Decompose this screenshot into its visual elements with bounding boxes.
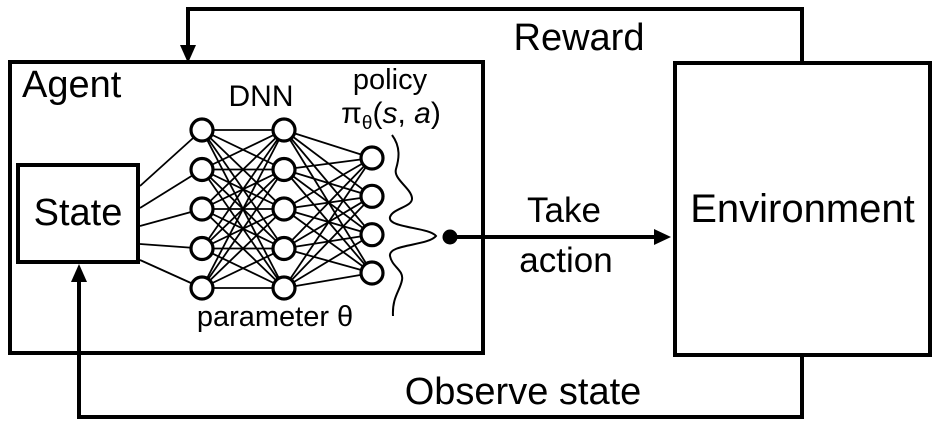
formula-a: a — [414, 97, 431, 130]
nn-node — [189, 275, 215, 301]
reward-arrowhead-icon — [180, 45, 196, 63]
state-box: State — [16, 163, 140, 264]
nn-node — [189, 117, 215, 143]
nn-node — [359, 145, 385, 171]
nn-node — [189, 196, 215, 222]
nn-node — [359, 222, 385, 248]
nn-edge — [201, 208, 285, 289]
nn-node — [271, 156, 297, 183]
take-action-label-line2: action — [519, 241, 613, 280]
observe-state-label: Observe state — [404, 371, 642, 413]
nn-edge — [283, 157, 373, 171]
theta-subscript: θ — [361, 113, 373, 134]
nn-node — [359, 183, 385, 209]
observe-state-arrowhead-icon — [71, 264, 87, 282]
formula-close-paren: ) — [430, 97, 441, 130]
nn-node — [359, 260, 385, 286]
pi-symbol: π — [341, 97, 362, 130]
nn-edge — [283, 157, 373, 210]
nn-input-edge — [139, 129, 203, 187]
reward-label: Reward — [513, 17, 645, 59]
nn-edge — [201, 247, 285, 289]
take-action-arrowhead-icon — [654, 229, 671, 245]
parameter-label: parameter θ — [196, 301, 354, 333]
policy-label: policy — [352, 64, 428, 96]
nn-edge — [283, 272, 373, 289]
nn-edge — [283, 157, 373, 250]
take-action-label-line1: Take — [527, 191, 601, 230]
nn-node — [271, 275, 297, 301]
nn-edge — [201, 129, 285, 250]
formula-s: s — [382, 97, 398, 130]
agent-box — [8, 60, 485, 355]
nn-edge — [201, 129, 285, 289]
dnn-label: DNN — [228, 80, 294, 113]
observe-state-connector-line — [77, 281, 804, 419]
nn-node — [189, 156, 215, 183]
nn-node — [189, 235, 215, 262]
nn-node — [271, 235, 297, 262]
nn-edge — [283, 195, 373, 289]
formula-open-paren: ( — [372, 97, 383, 130]
reward-connector-line — [186, 7, 804, 63]
nn-edge — [201, 129, 285, 171]
nn-edge — [283, 157, 373, 289]
state-label: State — [33, 192, 123, 235]
nn-node — [271, 117, 297, 143]
formula-comma: , — [397, 97, 415, 130]
policy-formula: πθ(s, a) — [329, 97, 453, 134]
environment-label: Environment — [690, 186, 915, 231]
neural-network — [139, 117, 385, 301]
policy-distribution-curve — [389, 134, 438, 317]
nn-edge — [201, 129, 285, 210]
nn-edge — [283, 233, 373, 289]
action-sample-dot — [442, 229, 458, 245]
nn-edge — [201, 168, 285, 289]
nn-edge — [283, 129, 373, 159]
agent-label: Agent — [22, 64, 122, 106]
nn-node — [271, 196, 297, 222]
